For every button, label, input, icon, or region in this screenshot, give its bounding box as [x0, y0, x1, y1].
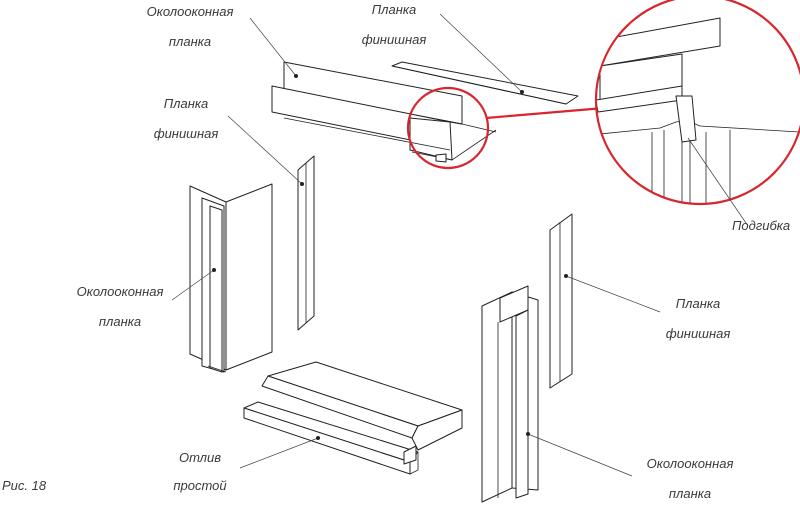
- sill: [243, 361, 463, 475]
- label-line: Околооконная: [76, 284, 164, 299]
- label-line: Околооконная: [146, 4, 234, 19]
- left-window-plank: [189, 183, 273, 373]
- label-line: планка: [98, 314, 142, 329]
- label-right-window-plank: Околооконная планка: [647, 456, 734, 502]
- label-top-window-plank: Околооконная планка: [147, 4, 234, 50]
- label-line: Околооконная: [646, 456, 734, 471]
- label-left-finish-plank: Планка финишная: [154, 96, 219, 142]
- top-window-plank: [271, 61, 497, 163]
- label-line: планка: [668, 486, 712, 501]
- left-finish-plank: [297, 155, 315, 331]
- top-finish-plank: [391, 61, 579, 105]
- label-top-finish-plank: Планка финишная: [362, 2, 427, 48]
- label-line: финишная: [665, 326, 731, 341]
- label-line: Планка: [675, 296, 721, 311]
- label-line: финишная: [153, 126, 219, 141]
- label-line: Отлив: [178, 450, 222, 465]
- right-finish-plank: [549, 213, 573, 389]
- label-line: планка: [168, 34, 212, 49]
- detail-callout: [406, 0, 800, 206]
- leader-lines: [171, 13, 749, 477]
- label-line: Планка: [163, 96, 209, 111]
- label-left-window-plank: Околооконная планка: [77, 284, 164, 330]
- right-window-plank: [481, 285, 539, 503]
- label-right-finish-plank: Планка финишная: [666, 296, 731, 342]
- label-line: простой: [173, 478, 227, 493]
- label-bend: Подгибка: [732, 218, 791, 233]
- label-sill: Отлив простой: [173, 450, 226, 494]
- figure-caption: Рис. 18: [2, 478, 47, 493]
- label-line: Планка: [371, 2, 417, 17]
- label-line: финишная: [361, 32, 427, 47]
